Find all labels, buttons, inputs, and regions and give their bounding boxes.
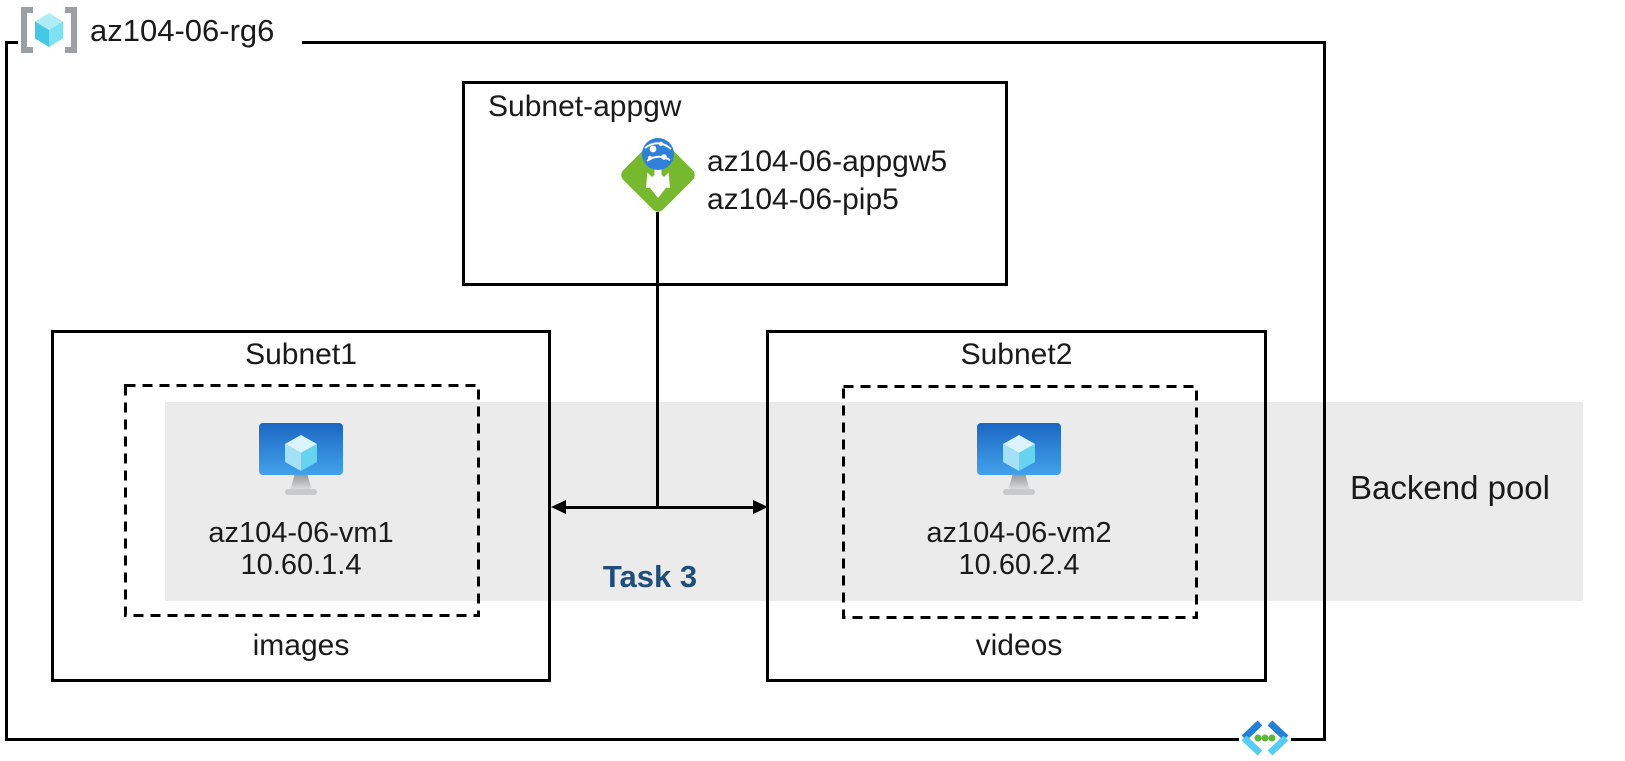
subnet1-label: Subnet1 [245, 338, 357, 371]
subnet2-container-label: videos [975, 629, 1063, 662]
vm1-text: az104-06-vm1 10.60.1.4 [151, 517, 451, 581]
arrow-head-left [551, 500, 566, 514]
resource-group-name: az104-06-rg6 [90, 13, 275, 48]
resource-group-border-stub [5, 41, 18, 44]
subnet2-box [766, 330, 1267, 682]
resource-group-border-top [302, 41, 1323, 44]
virtual-network-icon [1239, 716, 1291, 760]
vm2-text: az104-06-vm2 10.60.2.4 [869, 517, 1169, 581]
subnet2-vm-dashed-box [842, 385, 1198, 619]
backend-pool-band [165, 402, 1583, 601]
vm2-name: az104-06-vm2 [926, 517, 1112, 549]
resource-group-icon [21, 7, 77, 53]
vm1-name: az104-06-vm1 [208, 517, 394, 549]
gateway-connector-line [656, 212, 659, 508]
subnet1-box [51, 330, 551, 682]
pip-name: az104-06-pip5 [707, 183, 899, 216]
subnet2-label: Subnet2 [960, 338, 1073, 371]
appgw-name: az104-06-appgw5 [707, 145, 948, 178]
application-gateway-icon [621, 138, 695, 212]
backend-double-arrow-line [562, 506, 754, 509]
subnet1-container-label: images [252, 629, 350, 662]
backend-pool-label: Backend pool [1350, 469, 1550, 506]
subnet1-vm-dashed-box [124, 384, 480, 617]
subnet-appgw-label: Subnet-appgw [488, 90, 682, 123]
vm1-ip: 10.60.1.4 [240, 549, 362, 581]
vm2-ip: 10.60.2.4 [958, 549, 1080, 581]
virtual-machine-icon [259, 423, 343, 495]
task-label: Task 3 [602, 559, 698, 594]
appgw-resource-names: az104-06-appgw5 az104-06-pip5 [707, 143, 947, 219]
resource-group-box [5, 41, 1326, 741]
subnet-appgw-box [462, 81, 1008, 286]
virtual-machine-icon [977, 423, 1061, 495]
arrow-head-right [753, 500, 768, 514]
